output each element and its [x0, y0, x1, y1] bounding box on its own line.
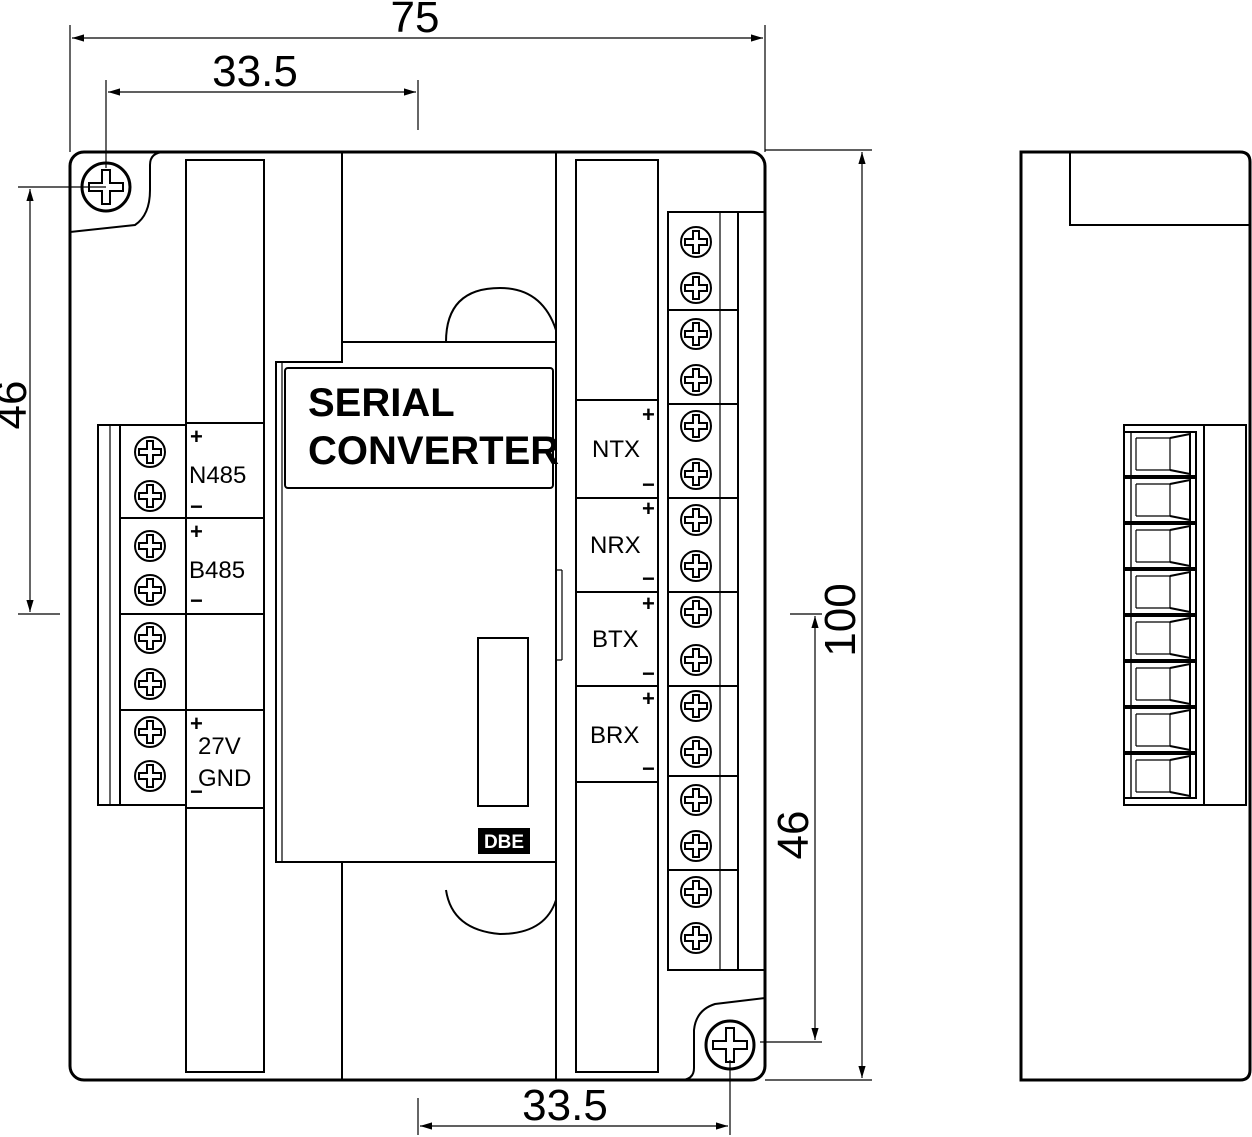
svg-text:DBE: DBE — [484, 832, 524, 853]
dimension-right-height: 46 — [760, 613, 822, 1043]
n485-minus: − — [190, 494, 203, 519]
brx-plus: + — [642, 686, 655, 711]
v27-plus: + — [190, 711, 203, 736]
nrx-minus: − — [642, 566, 655, 591]
brx-label: BRX — [590, 722, 639, 749]
front-view: + N485 − + B485 − + 27V GND − SERIAL CON… — [68, 150, 767, 1082]
gnd-label: GND — [198, 765, 251, 792]
n485-plus: + — [190, 424, 203, 449]
label-converter: CONVERTER — [308, 429, 559, 473]
nrx-plus: + — [642, 496, 655, 521]
b485-minus: − — [190, 588, 203, 613]
ntx-plus: + — [642, 402, 655, 427]
side-view — [1019, 150, 1252, 1082]
b485-label: B485 — [189, 557, 245, 584]
dimension-overall-width: 75 — [69, 0, 766, 152]
n485-label: N485 — [189, 462, 246, 489]
label-serial: SERIAL — [308, 381, 455, 425]
btx-minus: − — [642, 661, 655, 686]
v27-label: 27V — [198, 733, 241, 760]
dim-right-height-label: 46 — [769, 811, 818, 860]
brx-minus: − — [642, 756, 655, 781]
dim-overall-height-label: 100 — [816, 583, 865, 656]
gnd-minus: − — [190, 779, 203, 804]
dimension-overall-height: 100 — [765, 149, 872, 1081]
nrx-label: NRX — [590, 532, 641, 559]
dim-bottom-offset-label: 33.5 — [522, 1081, 608, 1130]
btx-label: BTX — [592, 626, 639, 653]
side-terminal-block — [1123, 424, 1247, 806]
ntx-label: NTX — [592, 436, 640, 463]
right-terminal-screws — [680, 226, 712, 954]
dimension-left-screw-offset: 33.5 — [105, 47, 419, 168]
dimension-bottom-screw-offset: 33.5 — [417, 1060, 731, 1135]
b485-plus: + — [190, 519, 203, 544]
btx-plus: + — [642, 591, 655, 616]
dimension-left-height: 46 — [0, 186, 106, 615]
dbe-logo: DBE — [478, 828, 530, 854]
ntx-minus: − — [642, 472, 655, 497]
dim-overall-width-label: 75 — [391, 0, 440, 42]
dim-left-height-label: 46 — [0, 381, 36, 430]
dim-left-offset-label: 33.5 — [212, 47, 298, 96]
mounting-screw-icon — [704, 1019, 756, 1071]
